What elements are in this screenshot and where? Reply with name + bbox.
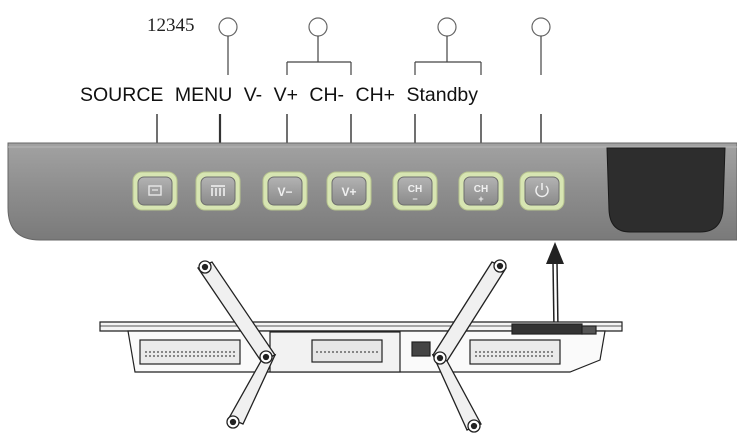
volume-up-button[interactable]: V+ [326, 171, 372, 211]
callout-circle-menu [218, 17, 238, 37]
button-label-row: SOURCE MENU V- V+ CH- CH+ Standby [80, 84, 478, 107]
volume-down-icon: V− [277, 185, 292, 199]
sensor-window [606, 147, 726, 233]
svg-text:CH: CH [408, 184, 422, 195]
label-source: SOURCE [80, 84, 164, 106]
label-menu: MENU [174, 84, 233, 106]
label-channel-down: CH- [309, 84, 345, 106]
power-icon [535, 183, 549, 198]
svg-text:CH: CH [474, 184, 488, 195]
volume-down-button[interactable]: V− [262, 171, 308, 211]
volume-up-icon: V+ [341, 185, 356, 199]
label-standby: Standby [406, 84, 479, 106]
svg-text:−: − [412, 194, 417, 204]
right-stand-leg [431, 259, 507, 433]
location-arrow [546, 242, 564, 331]
label-channel-up: CH+ [355, 84, 396, 106]
callout-number-1-5: 12345 [147, 15, 195, 36]
label-volume-up: V+ [273, 84, 298, 106]
standby-button[interactable] [519, 171, 565, 211]
source-input-icon [148, 185, 162, 196]
svg-text:+: + [478, 194, 483, 204]
channel-up-icon: CH + [474, 184, 488, 204]
menu-bars-icon [211, 185, 225, 196]
tv-bottom-view [99, 321, 623, 373]
label-volume-down: V- [243, 84, 263, 106]
control-panel [7, 142, 737, 241]
menu-button[interactable] [195, 171, 241, 211]
callout-circle-channel [437, 17, 457, 37]
callout-brackets [227, 36, 542, 75]
channel-down-button[interactable]: CH − [392, 171, 438, 211]
callout-circle-volume [308, 17, 328, 37]
channel-down-icon: CH − [408, 184, 422, 204]
channel-up-button[interactable]: CH + [458, 171, 504, 211]
callout-circle-standby [531, 17, 551, 37]
source-button[interactable] [132, 171, 178, 211]
left-stand-leg [197, 260, 277, 429]
